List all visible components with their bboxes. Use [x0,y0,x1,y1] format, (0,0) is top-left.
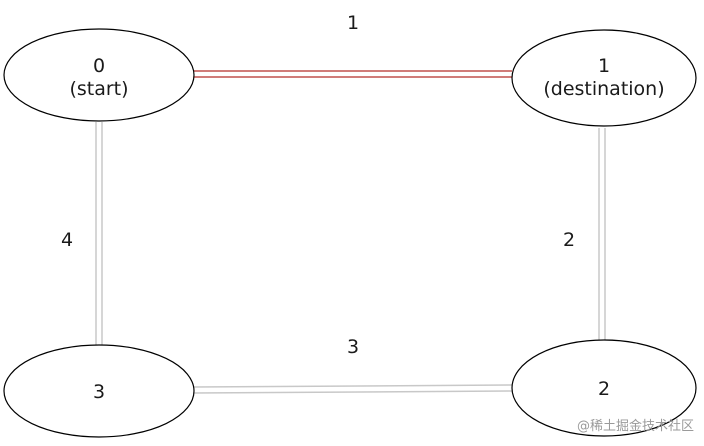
node-1-role: (destination) [543,78,664,100]
node-2: 2 [511,339,697,437]
edge-label-0-1: 1 [347,12,359,34]
edge-label-1-2: 2 [563,229,575,251]
node-0-id: 0 [93,55,105,77]
node-3-id: 3 [93,381,105,403]
node-3: 3 [3,344,195,438]
edge-3-2 [193,384,513,394]
edge-0-3 [95,122,103,345]
edge-label-0-3: 4 [61,229,73,251]
edge-label-3-2: 3 [347,336,359,358]
watermark-text: @稀土掘金技术社区 [577,418,694,434]
edge-0-1 [194,70,512,78]
node-0-role: (start) [69,78,128,100]
node-1-id: 1 [598,55,610,77]
node-1: 1 (destination) [511,29,697,127]
edge-1-2 [598,128,606,343]
node-0: 0 (start) [3,28,195,122]
node-2-id: 2 [598,378,610,400]
